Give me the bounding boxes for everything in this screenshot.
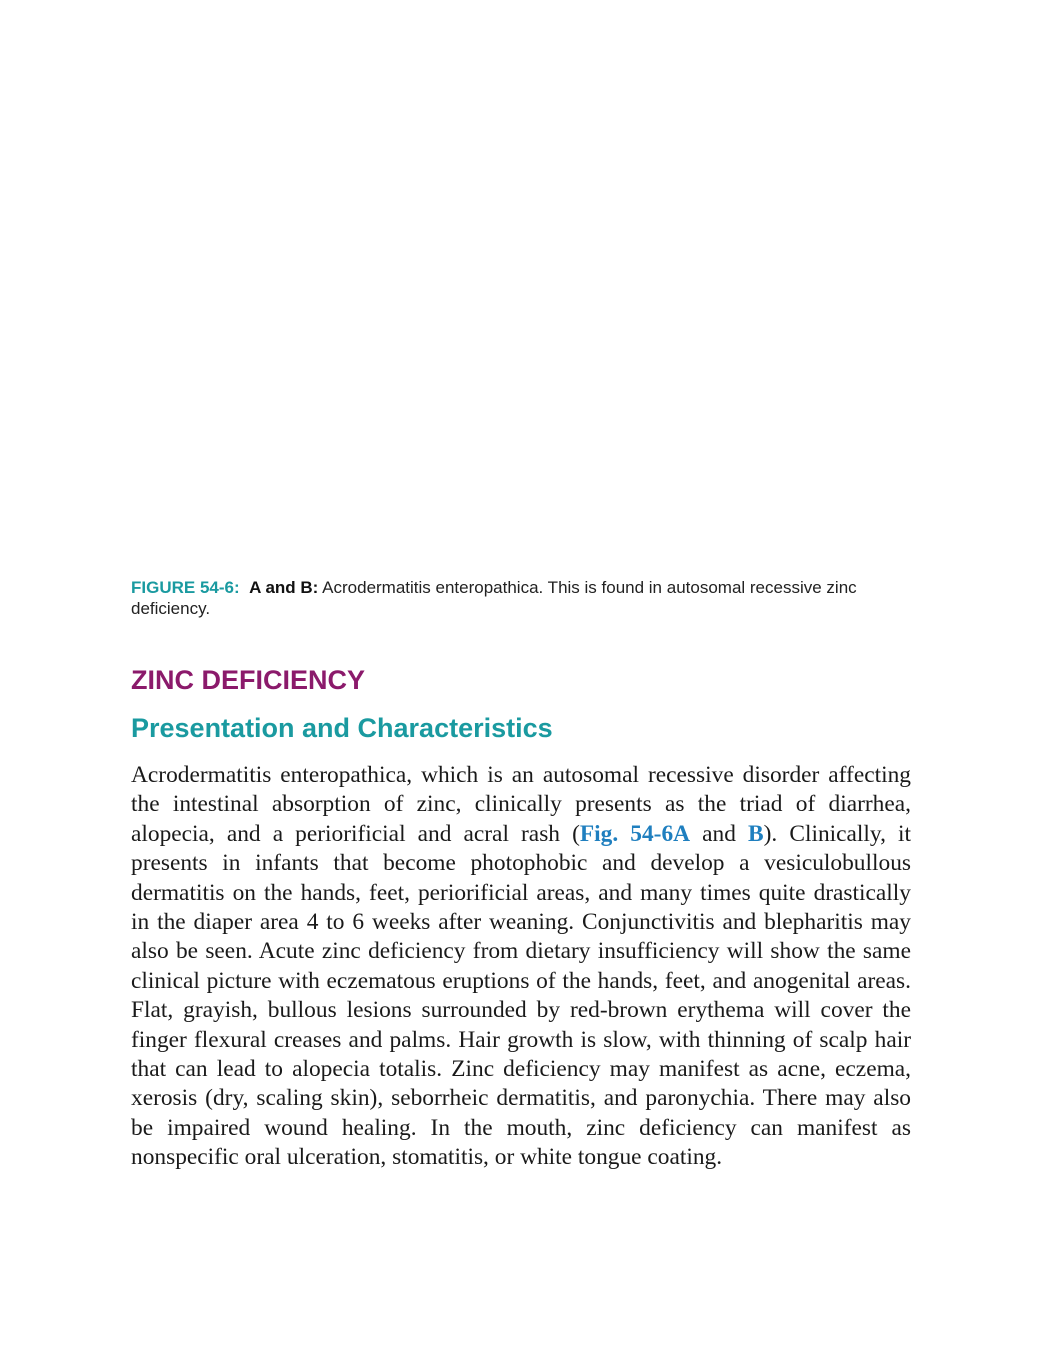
figure-link-a[interactable]: Fig. 54-6A: [579, 820, 691, 847]
figure-image-area: [131, 40, 911, 560]
body-text-part-3: ). Clinically, it presents in infants th…: [131, 820, 912, 1171]
figure-parts-label: A and B:: [249, 578, 319, 597]
body-paragraph: Acrodermatitis enteropathica, which is a…: [131, 761, 911, 1173]
sub-heading: Presentation and Characteristics: [131, 713, 553, 743]
figure-caption: FIGURE 54-6: A and B: Acrodermatitis ent…: [131, 577, 891, 619]
figure-link-b[interactable]: B: [748, 820, 764, 847]
body-text-part-1: Acrodermatitis enteropathica, which is a…: [131, 762, 911, 847]
section-heading: ZINC DEFICIENCY: [131, 665, 366, 695]
body-text-part-2: and: [690, 820, 749, 847]
figure-caption-text: Acrodermatitis enteropathica. This is fo…: [131, 578, 857, 618]
figure-number: FIGURE 54-6:: [131, 578, 240, 597]
